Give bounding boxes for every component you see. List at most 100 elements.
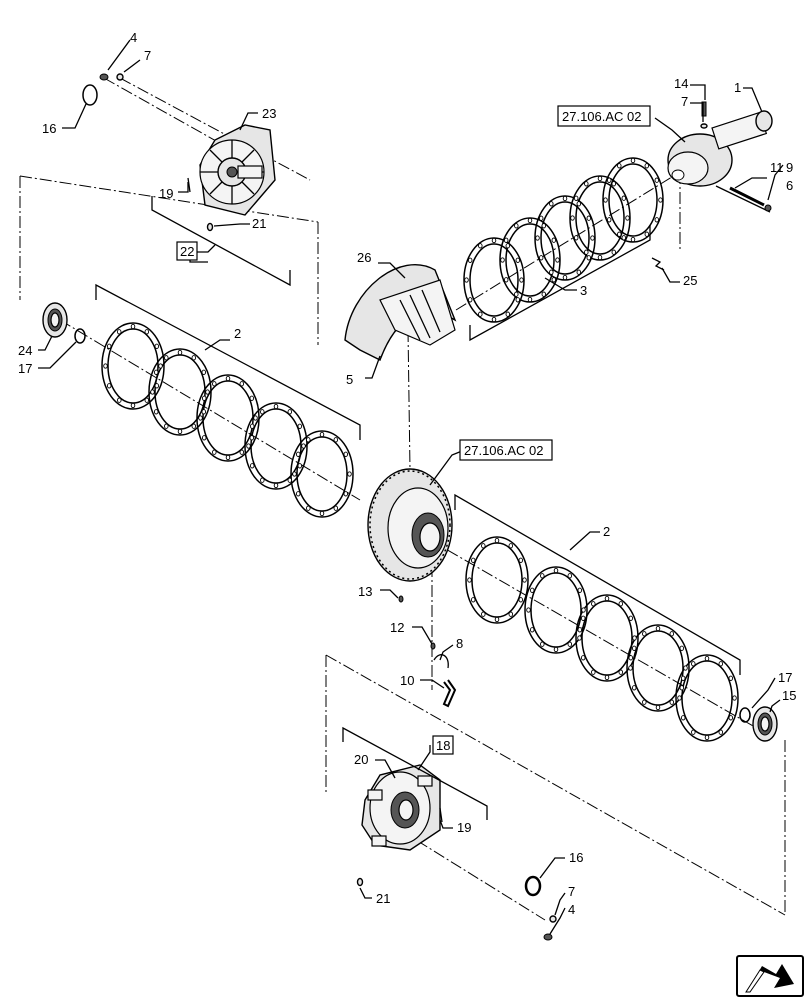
gasket-bolt-hole [467,577,472,583]
gasket-bolt-hole [604,674,610,681]
callout-3: 3 [580,283,587,298]
tube-8 [433,654,449,669]
gasket-bolt-hole [225,454,231,461]
gasket-bolt-hole [679,685,685,691]
gasket-bolt-hole [567,641,573,647]
callout-8: 8 [456,636,463,651]
gasket-bolt-hole [655,625,661,632]
callout-23: 23 [262,106,276,121]
gasket-bolt-hole [518,597,524,603]
gasket-bolt-hole [153,369,159,375]
callout-19-bottom: 19 [457,820,471,835]
gasket-bolt-hole [478,311,483,317]
gasket-bolt-hole [621,195,627,201]
gasket-bolt-hole [562,195,568,202]
pin-19-top [187,177,191,193]
gasket-bolt-hole [551,277,557,283]
seal-16-bottom [524,875,542,897]
assembly-axes [19,77,786,921]
gasket-bolt-hole [621,235,627,241]
gasket-bolt-hole [201,409,207,415]
gasket-bolt-hole [658,197,663,203]
callout-4-bottom: 4 [568,902,575,917]
gasket-bolt-hole [553,567,559,574]
grouping-brackets [95,196,741,820]
gasket-bolt-hole [505,311,511,317]
gasket-bolt-hole [677,695,682,701]
callout-16-bottom: 16 [569,850,583,865]
gasket-bolt-hole [106,383,112,389]
bolt-4-top [99,73,109,81]
callout-21-bottom: 21 [376,891,390,906]
gasket-bolt-hole [704,655,710,662]
gasket-bolt-hole [239,381,245,387]
gasket-bolt-hole [191,355,197,361]
gasket-bolt-hole [117,397,122,403]
gasket-bolt-hole [287,409,293,415]
gasket-bolt-hole [518,557,524,563]
gasket-bolt-hole [297,423,303,429]
callout-25: 25 [683,273,697,288]
next-page-arrow-icon[interactable] [736,955,804,997]
gasket-bolt-hole [728,715,734,721]
gasket-bolt-hole [541,223,547,229]
gasket-bolt-hole [292,471,297,477]
gasket-bolt-hole [691,729,696,735]
gasket-bolt-hole [597,175,603,182]
gasket-set-2-right [465,536,739,742]
gasket-bolt-hole [154,383,160,389]
callout-7-bottom: 7 [568,884,575,899]
gasket-bolt-hole [691,661,696,667]
callout-16-top: 16 [42,121,56,136]
gasket-bolt-hole [347,471,352,477]
gasket-bolt-hole [630,157,636,164]
gasket-bolt-hole [519,277,524,283]
callout-13: 13 [358,584,372,599]
washer-7-top [116,73,124,81]
gasket-bolt-hole [253,415,258,421]
gasket-bolt-hole [503,277,509,283]
gasket-bolt-hole [628,615,634,621]
gasket-bolt-hole [508,543,514,549]
gasket-bolt-hole [103,363,108,369]
gasket-bolt-hole [590,235,595,241]
gasket-bolt-hole [481,611,486,617]
callout-1: 1 [734,80,741,95]
gasket-bolt-hole [514,291,519,297]
gasket-bolt-hole [549,201,554,207]
gasket-bolt-hole [470,557,476,563]
gasket-bolt-hole [201,435,207,441]
gasket-bolt-hole [164,423,169,429]
gasket-bolt-hole [551,237,557,243]
reference-top: 27.106.AC 02 [562,109,642,124]
callout-10: 10 [400,673,414,688]
gasket-bolt-hole [491,316,497,323]
gasket-bolt-hole [500,257,505,263]
gasket-bolt-hole [577,627,583,633]
bearing-24 [42,302,68,338]
gasket-bolt-hole [494,616,500,623]
callout-4-top: 4 [130,30,137,45]
gasket-bolt-hole [164,355,169,361]
gasket-bolt-hole [249,395,255,401]
gasket-bolt-hole [467,257,473,263]
reference-center: 27.106.AC 02 [464,443,544,458]
gasket-bolt-hole [467,297,473,303]
gasket-bolt-hole [526,607,531,613]
gasket-bolt-hole [625,215,630,221]
gasket-bolt-hole [508,611,514,617]
gasket-bolt-hole [591,601,596,607]
gasket-bolt-hole [591,669,596,675]
gasket-bolt-hole [576,201,582,207]
gasket-bolt-hole [628,665,633,671]
callout-17-right: 17 [778,670,792,685]
gasket-bolt-hole [319,510,325,517]
gasket-bolt-hole [503,237,509,243]
gasket-bolt-hole [704,734,710,741]
callout-24: 24 [18,343,32,358]
gasket-bolt-hole [343,491,349,497]
seal-16-top [82,84,98,106]
gasket-bolt-hole [239,449,245,455]
gasket-bolt-hole [306,437,311,443]
